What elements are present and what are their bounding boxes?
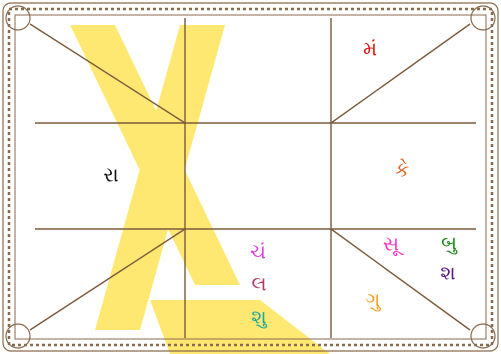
planet-ketu: કે	[395, 158, 409, 182]
planet-venus: શુ	[251, 305, 267, 329]
planet-rahu: રા	[103, 163, 118, 187]
planet-sun: સૂ	[383, 232, 405, 256]
planet-saturn: શ	[440, 261, 455, 285]
planet-lagna: લ	[251, 272, 266, 296]
diag-top-right	[331, 24, 470, 123]
planet-mercury: બુ	[441, 231, 458, 255]
planet-jupiter: ગુ	[366, 288, 382, 312]
planet-mars: મં	[363, 37, 377, 61]
planet-moon: ચં	[250, 240, 266, 264]
